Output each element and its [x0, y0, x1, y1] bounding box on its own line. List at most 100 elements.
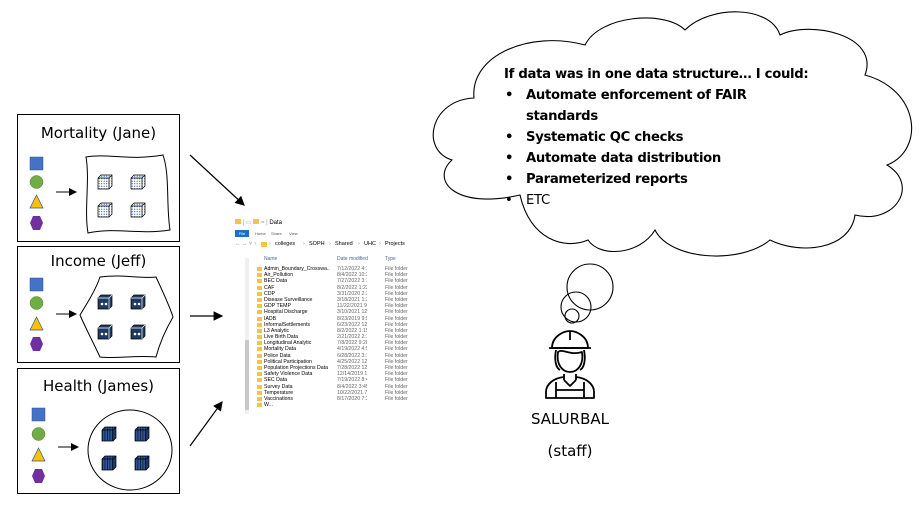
benefit-item: •ETC [505, 193, 550, 208]
date-modified: 6/28/2022 3:1... [337, 352, 367, 359]
panel-title: Income (Jeff) [50, 252, 147, 270]
data-cubes [97, 174, 146, 218]
folder-icon [257, 378, 262, 383]
folder-name: Longitudinal Analytic [264, 340, 312, 347]
item-type: File folder [385, 303, 408, 310]
benefit-item: •Parameterized reports [505, 172, 688, 187]
panel-graphic [31, 407, 173, 491]
folder-icon [257, 335, 262, 340]
breadcrumb-soph[interactable]: SOPH [309, 241, 325, 247]
hexagon-container [79, 275, 174, 359]
folder-name: CDP [264, 290, 275, 297]
date-modified: 11/22/2021 9:... [337, 303, 367, 310]
circle-container [87, 409, 173, 491]
item-type: File folder [385, 321, 408, 328]
folder-name: IADB [264, 315, 277, 322]
folder-icon [257, 316, 262, 321]
folder-name: Disease Surveillance [264, 296, 313, 303]
column-header-date[interactable]: Date modified [337, 256, 368, 262]
folder-name: BEC Data [264, 278, 288, 285]
triangle-icon [29, 194, 44, 209]
ribbon-tab-home[interactable]: Home [255, 231, 266, 236]
explorer-titlebar: | ▭ = | Data [233, 218, 419, 229]
panel-income: Income (Jeff) [17, 246, 180, 363]
ribbon-tab-view[interactable]: View [289, 231, 298, 236]
folder-row[interactable]: W... [257, 402, 419, 408]
arrow-mortality-to-explorer [189, 154, 245, 206]
ribbon-tab-share[interactable]: Share [271, 231, 282, 236]
folder-row[interactable]: IADB 8/23/2019 9:5... File folder [257, 316, 419, 322]
item-type: File folder [385, 327, 408, 334]
panel-mortality: Mortality (Jane) [17, 114, 180, 242]
item-type: File folder [385, 383, 408, 390]
date-modified: 6/23/2022 12:... [337, 321, 367, 328]
item-type: File folder [385, 309, 408, 316]
folder-icon [235, 219, 241, 224]
folder-row[interactable]: Longitudinal Analytic 7/8/2022 9:28... Fil… [257, 340, 419, 346]
folder-row[interactable]: GDP TEMP 11/22/2021 9:... File folder [257, 303, 419, 309]
hexagon-icon [30, 337, 43, 351]
item-type: File folder [385, 272, 408, 279]
scrollbar-thumb[interactable] [245, 340, 249, 410]
date-modified: 7/19/2022 8:4... [337, 377, 367, 384]
date-modified: 8/17/2020 7:3... [337, 395, 367, 402]
breadcrumb-shared[interactable]: Shared [335, 241, 353, 247]
folder-icon [257, 353, 262, 358]
wavy-square-container [85, 154, 171, 234]
date-modified: 8/23/2019 9:5... [337, 315, 367, 322]
thought-heading: If data was in one data structure… I cou… [504, 67, 809, 82]
arrow-health-to-explorer [189, 401, 223, 447]
folder-icon [253, 219, 260, 224]
column-header-name[interactable]: Name [264, 256, 278, 262]
item-type: File folder [385, 340, 408, 347]
folder-icon [257, 366, 262, 370]
folder-name: Mortality Data [264, 346, 296, 353]
column-header-type[interactable]: Type [385, 256, 396, 262]
folder-icon [261, 242, 267, 247]
folder-name: GDP TEMP [264, 303, 291, 310]
folder-icon [257, 372, 262, 377]
folder-row[interactable]: Admin_Boundary_Crosswa...7/12/2022 4:1..… [257, 266, 419, 272]
nav-arrows-icon[interactable]: ← → ˅ ↑ [235, 241, 257, 247]
panel-graphic [29, 154, 171, 234]
folder-name: L3 Analytic [264, 327, 290, 334]
address-bar[interactable]: ← → ˅ ↑ › colleges › SOPH › Shared › UHC… [235, 241, 405, 247]
ribbon-tab-file[interactable]: File [235, 230, 249, 237]
date-modified: 8/2/2022 1:22... [337, 284, 367, 291]
folder-name: Admin_Boundary_Crosswa... [264, 266, 330, 272]
date-modified: 3/10/2021 12:... [337, 309, 367, 316]
nav-pane-scrollbar[interactable] [245, 258, 249, 414]
breadcrumb-projects[interactable]: Projects [385, 241, 405, 247]
date-modified: 7/8/2022 9:28... [337, 340, 367, 347]
folder-name: Police Data [264, 352, 291, 359]
folder-icon [257, 347, 262, 352]
folder-icon [257, 390, 262, 395]
breadcrumb-colleges[interactable]: colleges [275, 241, 296, 247]
triangle-icon [29, 316, 44, 331]
folder-icon [257, 285, 262, 290]
triangle-icon [31, 447, 46, 462]
breadcrumb-uhc[interactable]: UHC [364, 241, 376, 247]
folder-icon [257, 322, 262, 327]
construction-worker-icon [545, 330, 595, 399]
benefit-item-continuation: standards [526, 109, 598, 124]
item-type: File folder [385, 315, 408, 322]
